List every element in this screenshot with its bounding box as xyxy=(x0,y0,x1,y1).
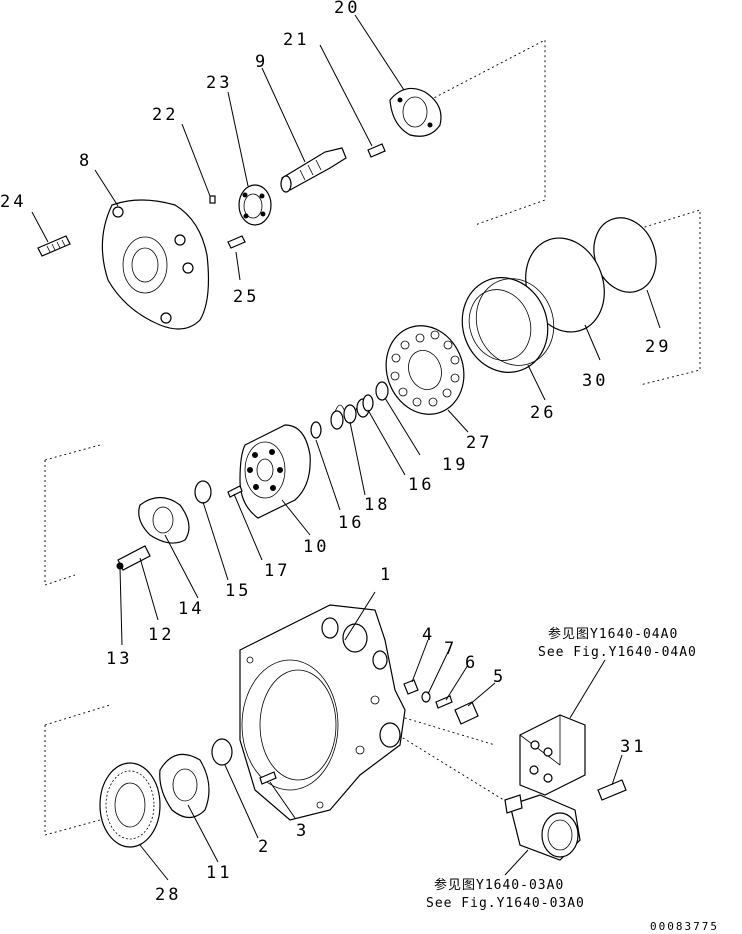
label-part-21: 21 xyxy=(283,30,309,50)
label-part-31: 31 xyxy=(620,737,646,757)
label-part-30: 30 xyxy=(582,371,608,391)
label-part-28: 28 xyxy=(155,885,181,905)
part-4-plug xyxy=(403,679,419,695)
part-24-bolt xyxy=(37,235,71,257)
part-26-ring xyxy=(461,277,555,373)
drawing-code: 00083775 xyxy=(650,920,719,933)
label-part-20: 20 xyxy=(334,0,360,18)
label-part-5: 5 xyxy=(493,667,506,687)
label-part-16b: 16 xyxy=(408,475,434,495)
part-17-pin xyxy=(227,485,243,498)
label-part-10: 10 xyxy=(303,537,329,557)
label-part-29: 29 xyxy=(645,337,671,357)
label-part-13: 13 xyxy=(106,649,132,669)
ref-motor-en: See Fig.Y1640-03A0 xyxy=(426,896,585,911)
ref-valve-block-cn: 参见图Y1640-04A0 xyxy=(548,626,678,642)
part-22-pin xyxy=(209,195,216,204)
part-27-roller-cage xyxy=(385,325,465,415)
figure-references: 参见图Y1640-04A0 See Fig.Y1640-04A0 参见图Y164… xyxy=(426,626,697,911)
valve-block xyxy=(519,714,586,796)
label-part-8: 8 xyxy=(79,151,92,171)
label-part-24: 24 xyxy=(0,192,26,212)
label-part-9: 9 xyxy=(255,52,268,72)
part-25-pin xyxy=(227,235,246,249)
label-part-23: 23 xyxy=(206,73,232,93)
part-14-valve-plate xyxy=(138,496,190,544)
part-7-oring xyxy=(421,691,431,703)
label-part-16: 16 xyxy=(338,513,364,533)
label-part-7: 7 xyxy=(444,639,457,659)
part-9-shaft xyxy=(280,147,347,193)
part-5-fitting xyxy=(454,701,479,725)
alignment-lines xyxy=(44,39,701,836)
label-part-12: 12 xyxy=(148,625,174,645)
label-part-4: 4 xyxy=(422,625,435,645)
part-28-friction-plate xyxy=(99,762,161,848)
part-10-cylinder-block xyxy=(239,424,311,519)
part-19-snap-ring xyxy=(375,381,389,401)
label-part-6: 6 xyxy=(465,653,478,673)
part-20-plate xyxy=(389,87,442,137)
part-16-washer-b xyxy=(362,394,374,412)
part-labels: 1 2 3 4 5 6 7 8 9 10 11 12 13 14 15 16 1… xyxy=(0,0,671,905)
label-part-14: 14 xyxy=(178,599,204,619)
label-part-22: 22 xyxy=(152,105,178,125)
part-8-flange xyxy=(101,199,210,330)
ref-valve-block-en: See Fig.Y1640-04A0 xyxy=(538,645,697,660)
label-part-15: 15 xyxy=(225,581,251,601)
part-16-washer-a xyxy=(310,421,322,439)
part-2-bearing xyxy=(211,738,233,766)
part-31-bolt xyxy=(597,779,627,801)
label-part-3: 3 xyxy=(296,821,309,841)
part-3-pin xyxy=(259,771,277,785)
label-part-27: 27 xyxy=(466,433,492,453)
label-part-1: 1 xyxy=(380,565,393,585)
part-1-housing xyxy=(239,604,406,821)
label-part-11: 11 xyxy=(206,863,232,883)
label-part-26: 26 xyxy=(530,403,556,423)
label-part-19: 19 xyxy=(442,455,468,475)
part-21-pin xyxy=(367,143,386,158)
part-15-bushing xyxy=(194,480,212,504)
label-part-2: 2 xyxy=(258,837,271,857)
motor-unit xyxy=(504,794,581,861)
ref-motor-cn: 参见图Y1640-03A0 xyxy=(434,877,564,893)
part-6-spring xyxy=(435,695,453,709)
label-part-18: 18 xyxy=(364,495,390,515)
part-18-spring xyxy=(330,398,370,430)
label-part-25: 25 xyxy=(233,287,259,307)
part-23-bearing xyxy=(238,184,272,226)
label-part-17: 17 xyxy=(264,561,290,581)
leader-lines xyxy=(31,14,661,881)
part-11-plate xyxy=(159,753,210,819)
